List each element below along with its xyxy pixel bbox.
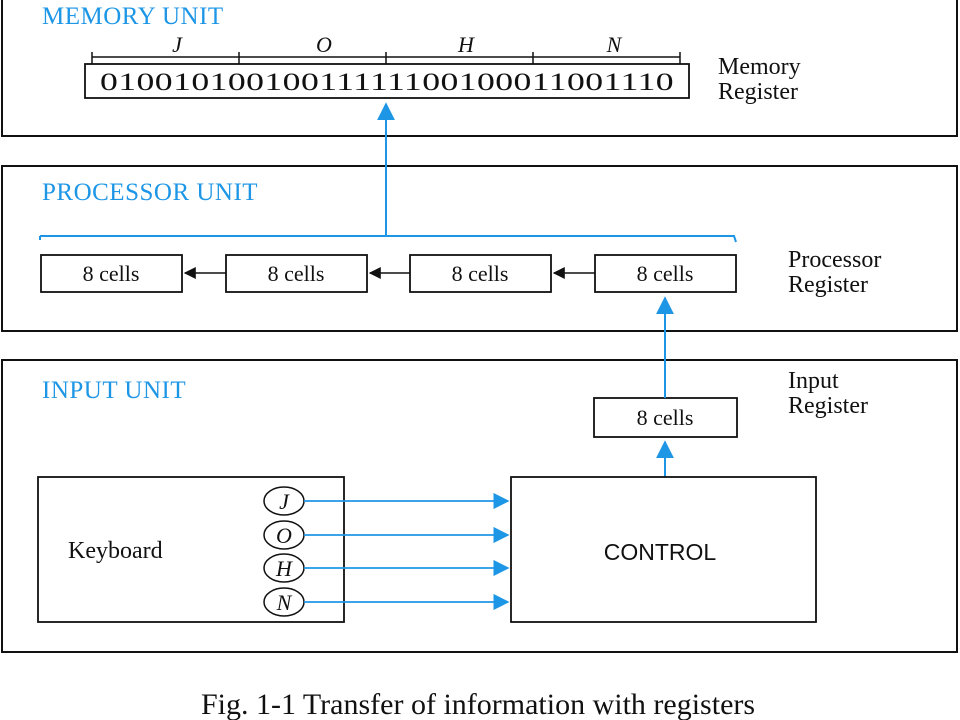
input-register-cell-label: 8 cells (637, 405, 694, 430)
memory-register-label-2: Register (718, 79, 798, 105)
memory-letter-h: H (457, 32, 475, 57)
processor-cell-3 (409, 254, 552, 293)
processor-unit-panel (1, 165, 958, 332)
processor-register-label-2: Register (788, 272, 868, 298)
processor-register-label-1: Processor (788, 247, 881, 273)
keyboard-label: Keyboard (68, 538, 163, 564)
processor-cell-4 (594, 254, 737, 293)
figure-caption: Fig. 1-1 Transfer of information with re… (201, 688, 755, 720)
key-n-label: N (276, 590, 293, 615)
key-o-label: O (276, 523, 292, 548)
memory-register-label-1: Memory (718, 54, 801, 80)
memory-letter-ruler (91, 52, 681, 66)
key-h-label: H (275, 556, 293, 581)
processor-cell-2-label: 8 cells (268, 261, 325, 286)
processor-register-bracket (40, 235, 737, 243)
processor-cell-2 (225, 254, 368, 293)
memory-register-bits: 01001010010011111100100011001110 (100, 69, 674, 96)
input-register-label-2: Register (788, 393, 868, 419)
memory-letter-n: N (606, 32, 623, 57)
processor-unit-title: PROCESSOR UNIT (42, 179, 258, 206)
key-j-label: J (279, 489, 290, 514)
control-box (510, 476, 817, 623)
input-unit-title: INPUT UNIT (42, 377, 186, 404)
memory-register-box (84, 63, 690, 99)
memory-unit-title: MEMORY UNIT (42, 3, 224, 30)
memory-letter-o: O (316, 32, 332, 57)
input-register-box (593, 397, 738, 438)
control-label: CONTROL (604, 539, 717, 565)
processor-cell-1 (40, 254, 183, 293)
input-register-label-1: Input (788, 368, 839, 394)
input-unit-panel (1, 359, 958, 653)
memory-letter-j: J (172, 32, 183, 57)
processor-cell-4-label: 8 cells (637, 261, 694, 286)
memory-unit-panel (1, 0, 958, 137)
processor-cell-1-label: 8 cells (83, 261, 140, 286)
processor-cell-3-label: 8 cells (452, 261, 509, 286)
